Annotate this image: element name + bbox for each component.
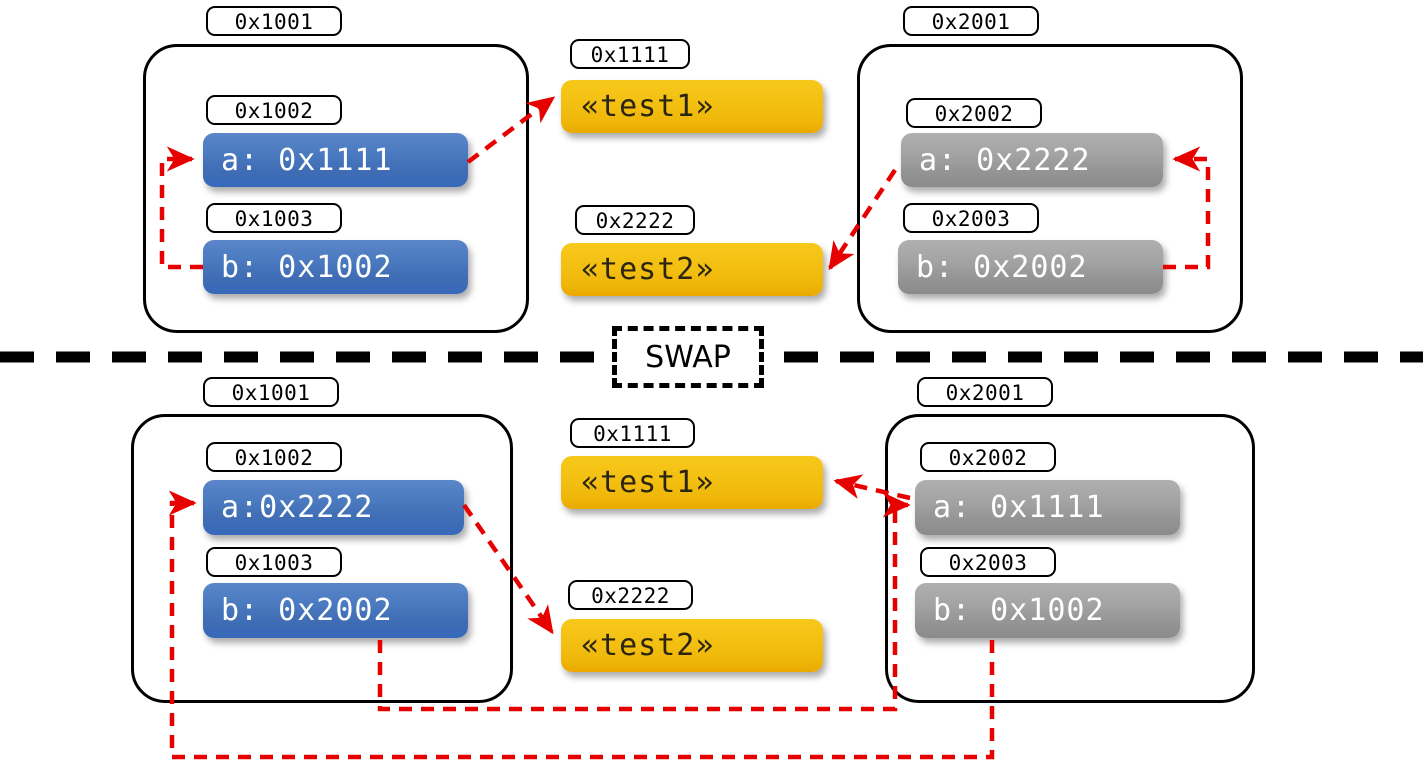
- value-box-after-heap-0: «test1»: [561, 456, 823, 509]
- swap-divider-label: SWAP: [612, 326, 764, 388]
- value-box-after-left-slot-0: a:0x2222: [203, 480, 464, 535]
- value-box-before-left-slot-1: b: 0x1002: [203, 240, 468, 294]
- value-box-before-right-slot-1: b: 0x2002: [898, 240, 1163, 294]
- value-box-before-heap-0: «test1»: [561, 80, 823, 133]
- value-box-before-left-slot-0: a: 0x1111: [203, 133, 468, 187]
- address-tag-before-heap-1: 0x2222: [575, 205, 695, 235]
- value-box-after-left-slot-1: b: 0x2002: [203, 583, 468, 638]
- value-box-after-right-slot-0: a: 0x1111: [915, 480, 1180, 535]
- address-tag-after-left-slot-0: 0x1002: [206, 442, 342, 472]
- address-tag-after-right-slot-1: 0x2003: [920, 547, 1056, 577]
- address-tag-before-left-slot-1: 0x1003: [206, 203, 342, 233]
- value-box-after-right-slot-1: b: 0x1002: [915, 583, 1180, 638]
- address-tag-after-heap-0: 0x1111: [570, 418, 695, 448]
- address-tag-before-right-frame: 0x2001: [903, 6, 1039, 36]
- address-tag-before-right-slot-0: 0x2002: [906, 98, 1042, 128]
- address-tag-before-left-slot-0: 0x1002: [206, 95, 342, 125]
- value-box-before-heap-1: «test2»: [561, 243, 823, 296]
- address-tag-after-left-frame: 0x1001: [203, 377, 339, 407]
- value-box-before-right-slot-0: a: 0x2222: [901, 133, 1163, 187]
- address-tag-before-right-slot-1: 0x2003: [903, 203, 1039, 233]
- address-tag-before-heap-0: 0x1111: [570, 39, 690, 69]
- address-tag-after-heap-1: 0x2222: [568, 580, 693, 610]
- address-tag-after-left-slot-1: 0x1003: [206, 547, 342, 577]
- address-tag-before-left-frame: 0x1001: [206, 6, 342, 36]
- address-tag-after-right-slot-0: 0x2002: [920, 442, 1056, 472]
- value-box-after-heap-1: «test2»: [561, 619, 823, 672]
- address-tag-after-right-frame: 0x2001: [917, 377, 1053, 407]
